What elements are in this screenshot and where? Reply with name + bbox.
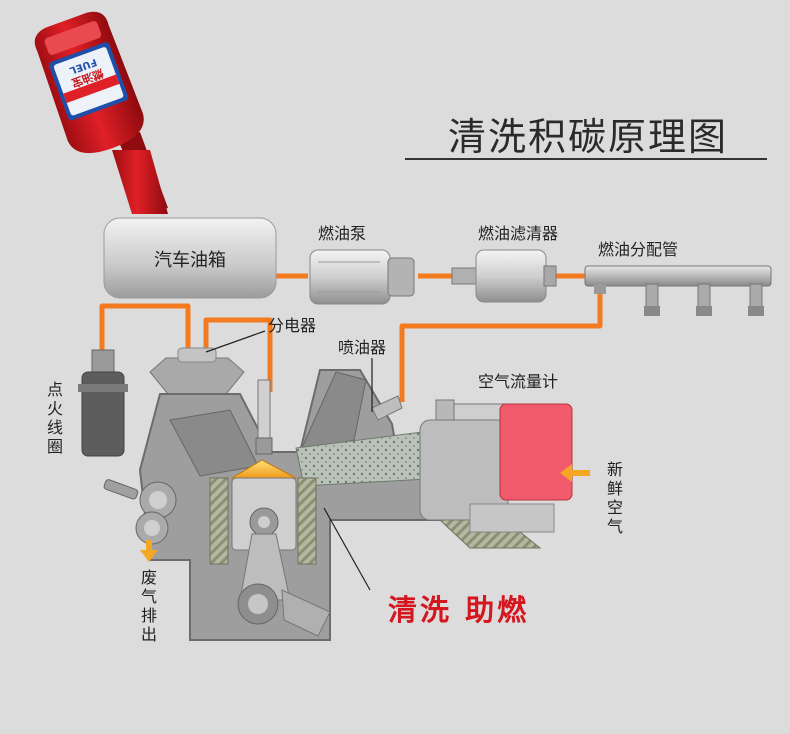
leader-lines [205, 330, 373, 591]
fuel-tank [103, 217, 277, 299]
fuel-pump-label: 燃油泵 [318, 224, 367, 243]
title-rule [405, 158, 767, 160]
injector-label: 喷油器 [338, 338, 387, 357]
diagram-title: 清洗积碳原理图 [448, 115, 729, 159]
fuel-rail-label: 燃油分配管 [598, 240, 679, 259]
fresh-air-arrow [560, 464, 590, 482]
distributor [149, 347, 245, 395]
exhaust-arrow [140, 540, 158, 562]
fuel-rail [584, 265, 772, 316]
fuel-tank-label: 汽车油箱 [154, 250, 226, 271]
engine-block [103, 369, 445, 641]
fresh-air-label: 新鲜空气 [606, 460, 623, 536]
air-flow-meter [419, 399, 573, 549]
ignition-coil-label: 点火线圈 [46, 380, 63, 456]
fuel-filter [451, 249, 557, 303]
fuel-pump [309, 249, 415, 305]
fuel-filter-label: 燃油滤清器 [478, 224, 559, 243]
air-flow-meter-label: 空气流量计 [478, 372, 559, 391]
fuel-additive-bottle: FUEL 燃油宝 [34, 11, 168, 214]
cleaning-callout: 清洗 助燃 [388, 593, 530, 627]
exhaust-label: 废气排出 [140, 568, 157, 644]
ignition-coil [78, 349, 128, 457]
distributor-label: 分电器 [268, 316, 317, 335]
